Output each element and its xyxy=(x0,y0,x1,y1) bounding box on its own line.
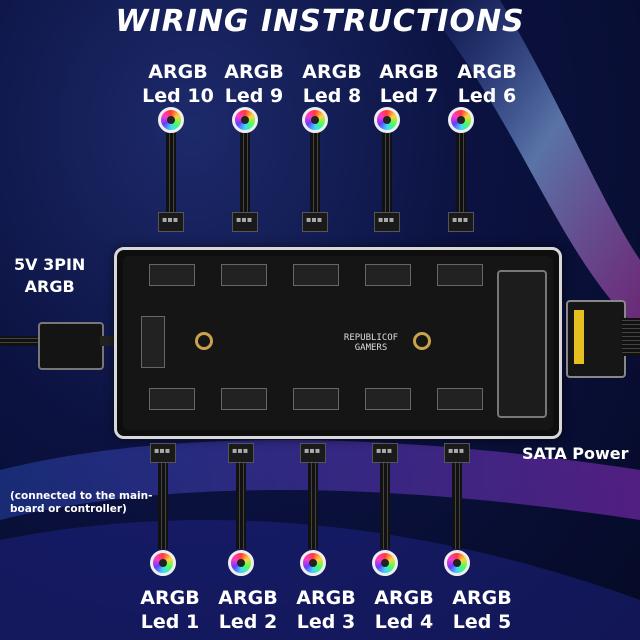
pin-header xyxy=(221,388,267,410)
argb-cable xyxy=(240,133,250,213)
argb-cable xyxy=(166,133,176,213)
rgb-fan-icon xyxy=(228,550,254,576)
rgb-fan-icon xyxy=(448,107,474,133)
input-connector xyxy=(38,322,104,370)
3pin-connector xyxy=(448,212,474,232)
sata-power-label: SATA Power xyxy=(522,444,629,463)
argb-cable xyxy=(456,133,466,213)
pin-header xyxy=(437,388,483,410)
sata-cable xyxy=(622,318,640,356)
rgb-fan-icon xyxy=(150,550,176,576)
rgb-fan-icon xyxy=(374,107,400,133)
pin-header xyxy=(365,388,411,410)
rgb-fan-icon xyxy=(300,550,326,576)
sata-plug xyxy=(566,300,626,378)
sata-board-connector xyxy=(497,270,547,418)
argb-cable xyxy=(236,463,246,549)
argb-cable xyxy=(452,463,462,549)
pin-header xyxy=(149,388,195,410)
argb-cable xyxy=(308,463,318,549)
sata-pins xyxy=(574,310,584,364)
pin-header xyxy=(221,264,267,286)
input-note: (connected to the main- board or control… xyxy=(10,490,153,515)
rgb-fan-icon xyxy=(232,107,258,133)
page-title: WIRING INSTRUCTIONS xyxy=(115,4,525,39)
argb-hub-board: REPUBLICOF GAMERS xyxy=(114,247,562,439)
3pin-connector xyxy=(150,443,176,463)
pin-header xyxy=(437,264,483,286)
input-cable xyxy=(0,336,40,346)
pin-header xyxy=(293,264,339,286)
board-brand: REPUBLICOF GAMERS xyxy=(343,333,399,353)
pin-header xyxy=(149,264,195,286)
3pin-connector xyxy=(372,443,398,463)
screw-hole xyxy=(195,332,213,350)
3pin-connector xyxy=(444,443,470,463)
3pin-connector xyxy=(374,212,400,232)
3pin-connector xyxy=(232,212,258,232)
rgb-fan-icon xyxy=(302,107,328,133)
3pin-connector xyxy=(300,443,326,463)
rgb-fan-icon xyxy=(158,107,184,133)
input-label: 5V 3PIN ARGB xyxy=(14,255,86,296)
argb-cable xyxy=(158,463,168,549)
screw-hole xyxy=(413,332,431,350)
3pin-connector xyxy=(158,212,184,232)
argb-cable xyxy=(380,463,390,549)
3pin-connector xyxy=(228,443,254,463)
rgb-fan-icon xyxy=(444,550,470,576)
pin-header xyxy=(365,264,411,286)
pin-header xyxy=(293,388,339,410)
argb-cable xyxy=(382,133,392,213)
input-header xyxy=(141,316,165,368)
3pin-connector xyxy=(302,212,328,232)
argb-cable xyxy=(310,133,320,213)
input-wire xyxy=(100,336,116,346)
rgb-fan-icon xyxy=(372,550,398,576)
